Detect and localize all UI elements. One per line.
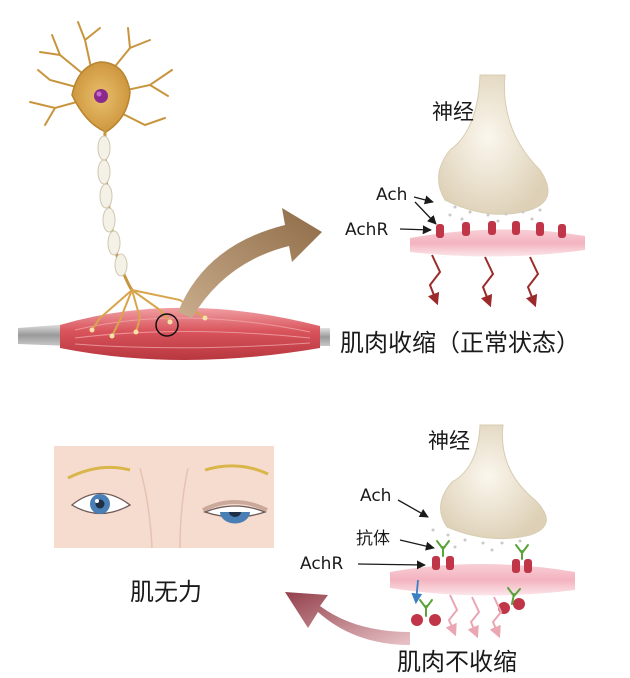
axon (97, 129, 134, 291)
top-ach-label: Ach (376, 185, 408, 205)
bottom-achr-label: AchR (300, 554, 344, 574)
bottom-caption: 肌肉不收缩 (397, 648, 517, 676)
motor-neuron (29, 21, 173, 291)
top-caption: 肌肉收缩（正常状态） (340, 329, 580, 357)
synapse-blocked (357, 424, 575, 639)
contraction-signals (427, 254, 540, 308)
bottom-nerve-label: 神经 (428, 429, 470, 453)
bottom-ach-label: Ach (360, 486, 392, 506)
nucleus (94, 89, 108, 103)
junction-magnify-circle (155, 313, 179, 337)
receptors-top (436, 221, 566, 238)
weak-signals (445, 594, 503, 639)
zoom-arrow-top (178, 208, 322, 318)
blocked-receptors (411, 540, 532, 626)
face-weak-eyelid (54, 446, 274, 549)
top-nerve-label: 神经 (432, 100, 474, 124)
muscle-fiber (18, 289, 330, 360)
weakness-label: 肌无力 (130, 578, 202, 606)
top-achr-label: AchR (345, 220, 389, 240)
antibody-label: 抗体 (356, 529, 390, 549)
synapse-normal (399, 74, 585, 308)
arrow-to-symptom (285, 592, 410, 645)
